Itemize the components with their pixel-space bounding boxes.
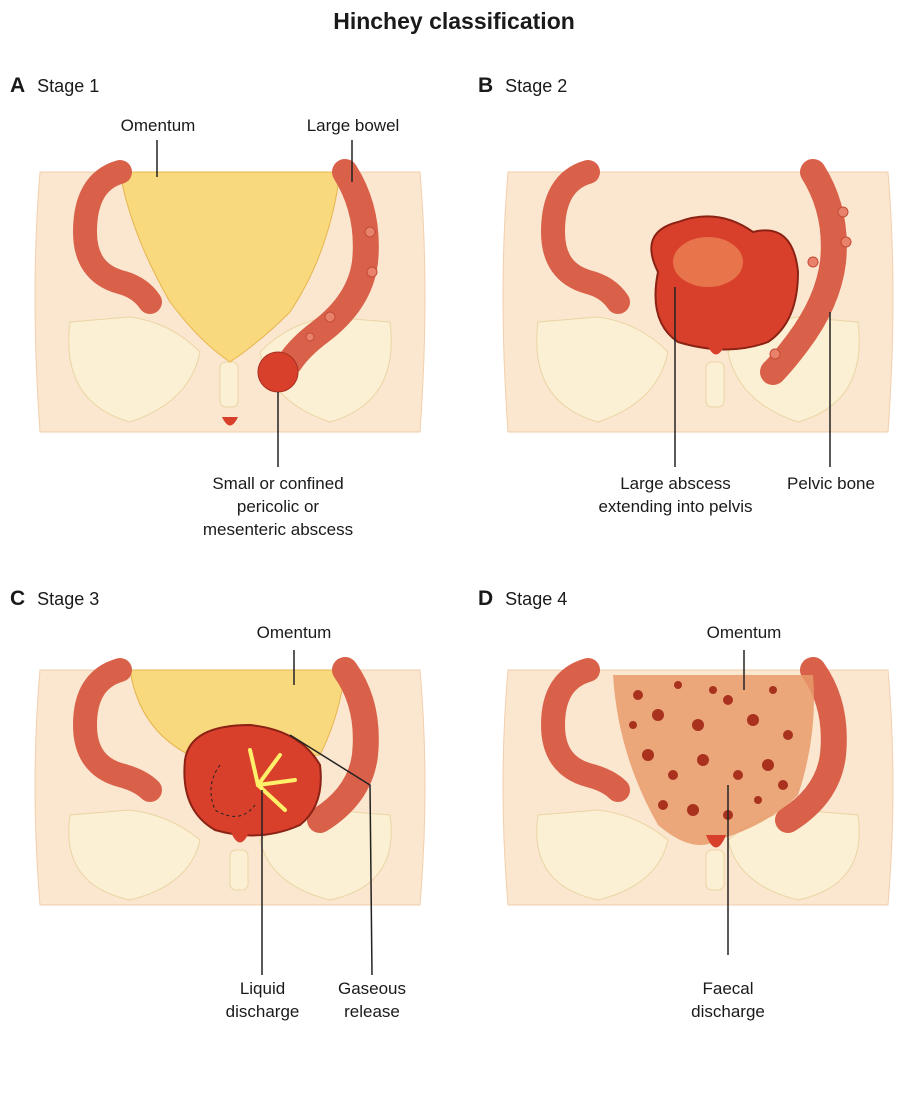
panel-letter: C [10, 587, 25, 610]
gaseous-release-label: Gaseous release [328, 977, 416, 1023]
panel-heading: D Stage 4 [478, 587, 567, 611]
small-abscess [258, 352, 298, 392]
panel-stage-4: D Stage 4 Omentum Faecal discharge [468, 585, 908, 1095]
figure-title: Hinchey classification [0, 8, 908, 35]
stage-label: Stage 4 [505, 589, 567, 609]
panel-heading: A Stage 1 [10, 74, 99, 98]
panel-letter: D [478, 587, 493, 610]
pelvic-bone-label: Pelvic bone [776, 472, 886, 495]
panel-stage-1: A Stage 1 Omentum Large bowel Small or co… [0, 72, 440, 582]
omentum-label: Omentum [246, 621, 342, 644]
large-abscess-label: Large abscess extending into pelvis [583, 472, 768, 518]
panel-stage-2: B Stage 2 Large abscess extending into pe… [468, 72, 908, 582]
stage-4-illustration [468, 585, 908, 1033]
stage-3-illustration [0, 585, 440, 1033]
stage-label: Stage 2 [505, 76, 567, 96]
panel-letter: A [10, 74, 25, 97]
large-bowel-label: Large bowel [293, 114, 413, 137]
omentum-label: Omentum [110, 114, 206, 137]
faecal-discharge-label: Faecal discharge [680, 977, 776, 1023]
stage-label: Stage 3 [37, 589, 99, 609]
liquid-discharge-label: Liquid discharge [215, 977, 310, 1023]
small-abscess-label: Small or confined pericolic or mesenteri… [183, 472, 373, 541]
panel-letter: B [478, 74, 493, 97]
stage-label: Stage 1 [37, 76, 99, 96]
panel-heading: B Stage 2 [478, 74, 567, 98]
omentum-label: Omentum [696, 621, 792, 644]
panel-heading: C Stage 3 [10, 587, 99, 611]
panel-stage-3: C Stage 3 Omentum Liquid discharge Gaseou… [0, 585, 440, 1095]
